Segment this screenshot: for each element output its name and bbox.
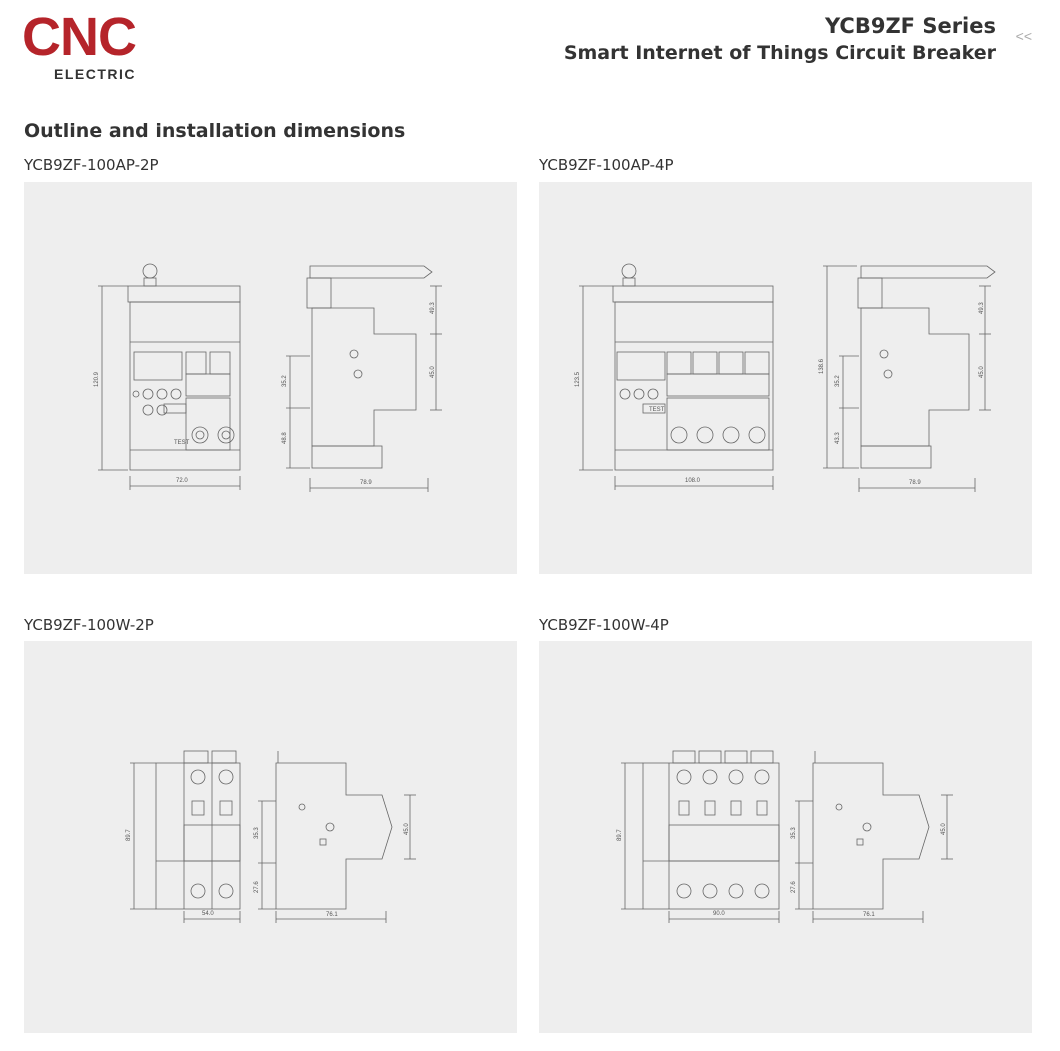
dim-mid: 45.0	[430, 366, 436, 378]
dimension-drawing-panel: 89.7 54.0 76.1 35.3 45.0 27.6	[24, 641, 517, 1033]
dim-width: 72.0	[176, 478, 188, 484]
diagram-title: YCB9ZF-100W-4P	[539, 616, 669, 634]
dim-bottom: 27.6	[791, 881, 797, 893]
dimension-drawing-panel: TEST 120.9 72.0 78.9 35.2 49.3 45.0 48.8	[24, 182, 517, 574]
dimension-drawing-panel: 89.7 90.0 76.1 35.3 45.0 27.6	[539, 641, 1032, 1033]
dim-width: 90.0	[713, 911, 725, 917]
dim-mid: 45.0	[979, 366, 985, 378]
dim-depth: 76.1	[326, 912, 338, 918]
logo-wordmark: CNC	[22, 7, 137, 67]
logo-subtitle: ELECTRIC	[54, 66, 136, 82]
dim-rail: 35.3	[254, 827, 260, 839]
dim-width: 54.0	[202, 911, 214, 917]
section-title: Outline and installation dimensions	[24, 120, 406, 142]
dim-depth: 78.9	[909, 480, 921, 486]
dim-height: 123.5	[575, 371, 581, 387]
double-chevron-left-icon[interactable]: <<	[1015, 28, 1032, 44]
cnc-electric-logo: CNC ELECTRIC	[22, 10, 182, 85]
test-label: TEST	[174, 440, 190, 446]
ap-2p-drawing: TEST 120.9 72.0 78.9 35.2 49.3 45.0 48.8	[94, 263, 442, 492]
dim-bottom: 27.6	[254, 881, 260, 893]
product-title: Smart Internet of Things Circuit Breaker	[563, 42, 996, 64]
ap-4p-drawing: TEST 123.5 108.0 78.9 138.6 35.2 49.3 45…	[575, 263, 996, 492]
dim-top: 49.3	[430, 302, 436, 314]
diagram-title: YCB9ZF-100AP-4P	[539, 156, 674, 174]
dim-rail: 35.3	[791, 827, 797, 839]
dim-depth: 76.1	[863, 912, 875, 918]
series-title: YCB9ZF Series	[824, 14, 996, 38]
diagram-title: YCB9ZF-100AP-2P	[24, 156, 159, 174]
dimension-drawing-panel: TEST 123.5 108.0 78.9 138.6 35.2 49.3 45…	[539, 182, 1032, 574]
dim-total: 138.6	[819, 358, 825, 374]
w-2p-drawing: 89.7 54.0 76.1 35.3 45.0 27.6	[126, 750, 416, 923]
test-label: TEST	[649, 407, 665, 413]
dim-rail: 35.2	[282, 375, 288, 387]
dim-rail: 35.2	[835, 375, 841, 387]
dim-bottom: 48.8	[282, 432, 288, 444]
dim-bottom: 43.3	[835, 432, 841, 444]
dim-height: 89.7	[126, 829, 132, 841]
dim-height: 89.7	[617, 829, 623, 841]
dim-height: 120.9	[94, 371, 100, 387]
w-4p-drawing: 89.7 90.0 76.1 35.3 45.0 27.6	[617, 750, 953, 923]
dim-mid: 45.0	[404, 823, 410, 835]
diagram-title: YCB9ZF-100W-2P	[24, 616, 154, 634]
dim-width: 108.0	[685, 478, 701, 484]
dim-top: 49.3	[979, 302, 985, 314]
dim-mid: 45.0	[941, 823, 947, 835]
dim-depth: 78.9	[360, 480, 372, 486]
